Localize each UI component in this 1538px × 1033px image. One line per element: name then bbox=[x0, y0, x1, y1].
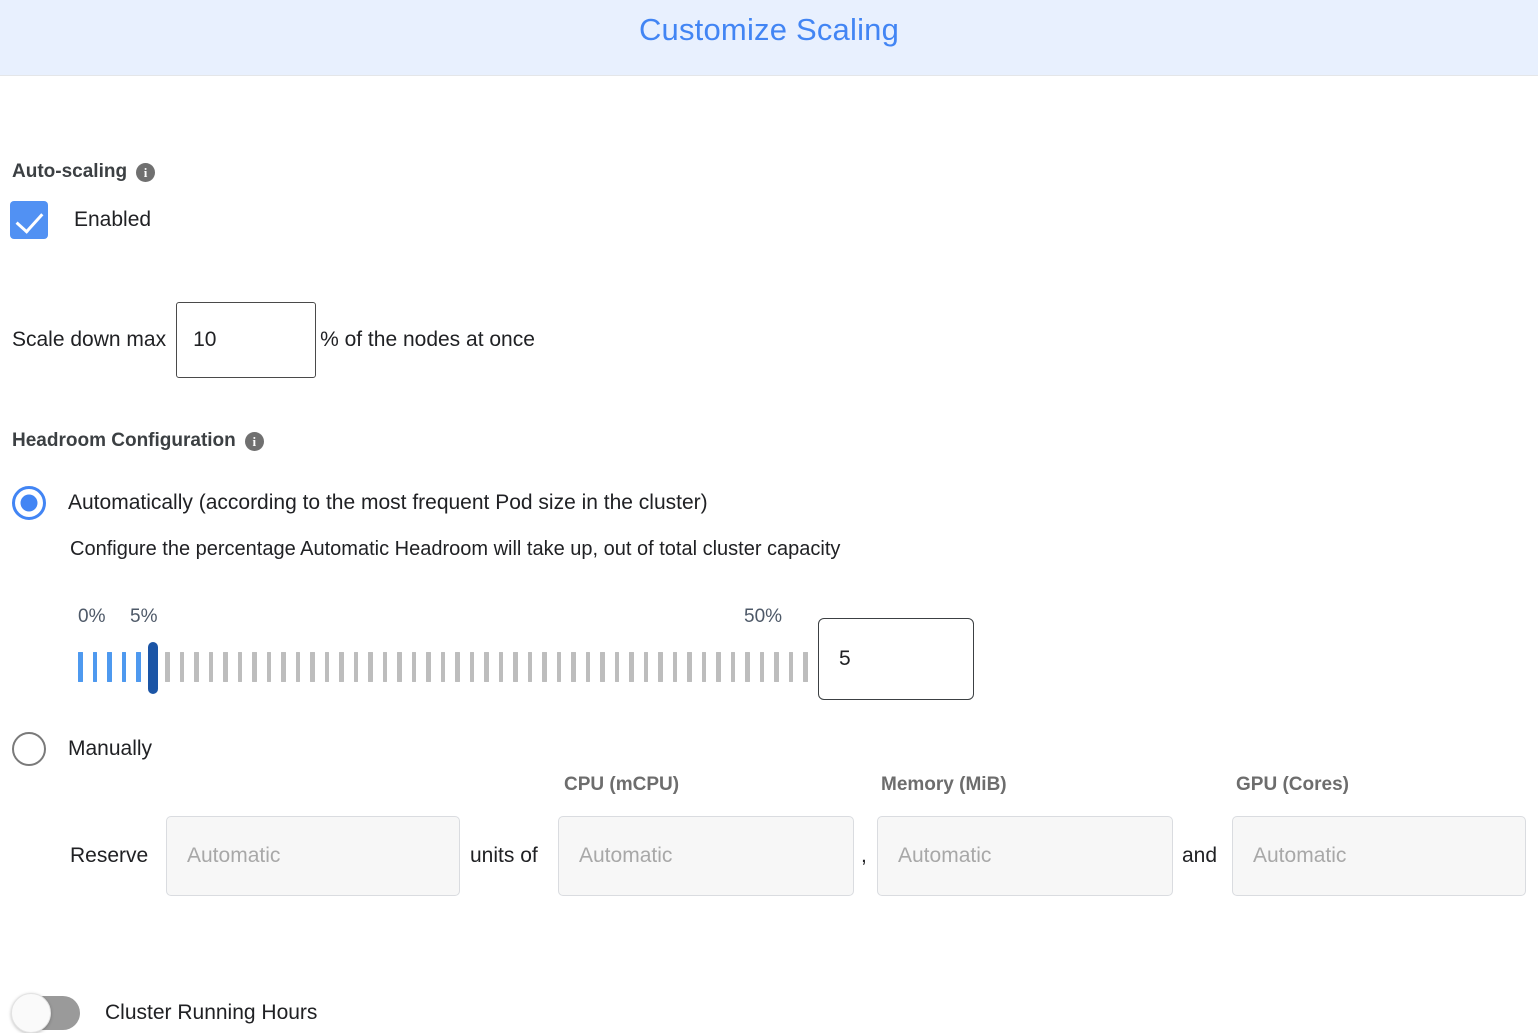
slider-tick bbox=[571, 652, 576, 682]
slider-tick bbox=[498, 652, 503, 682]
connector-comma: , bbox=[861, 844, 867, 867]
slider-tick bbox=[614, 652, 619, 682]
slider-tick bbox=[803, 652, 808, 682]
connector-and: and bbox=[1182, 844, 1218, 867]
bottom-divider bbox=[0, 75, 1538, 76]
toggle-knob bbox=[11, 993, 51, 1033]
slider-tick bbox=[556, 652, 561, 682]
radio-manually-label: Manually bbox=[68, 737, 153, 760]
slider-tick bbox=[774, 652, 779, 682]
slider-tick bbox=[527, 652, 532, 682]
info-icon[interactable]: i bbox=[136, 162, 156, 182]
headroom-percentage-input[interactable] bbox=[818, 618, 974, 700]
slider-tick bbox=[542, 652, 547, 682]
reserve-label: Reserve bbox=[70, 844, 149, 867]
slider-tick bbox=[194, 652, 199, 682]
column-header-cpu: CPU (mCPU) bbox=[564, 774, 680, 795]
slider-tick bbox=[107, 652, 112, 682]
slider-tick bbox=[78, 652, 83, 682]
slider-track[interactable] bbox=[78, 650, 808, 684]
slider-tick bbox=[687, 652, 692, 682]
slider-tick bbox=[92, 652, 97, 682]
radio-automatic[interactable] bbox=[12, 486, 46, 520]
slider-tick bbox=[295, 652, 300, 682]
slider-tick bbox=[629, 652, 634, 682]
headroom-label-text: Headroom Configuration bbox=[12, 430, 236, 451]
slider-tick bbox=[310, 652, 315, 682]
slider-tick bbox=[208, 652, 213, 682]
slider-tick bbox=[339, 652, 344, 682]
slider-tick bbox=[701, 652, 706, 682]
slider-tick bbox=[252, 652, 257, 682]
auto-scaling-section-label: Auto-scaling i bbox=[12, 161, 156, 183]
reserve-column-headers: CPU (mCPU) Memory (MiB) GPU (Cores) bbox=[0, 774, 1538, 802]
auto-scaling-enabled-row[interactable]: Enabled bbox=[10, 201, 151, 239]
headroom-section-label: Headroom Configuration i bbox=[12, 430, 264, 452]
slider-tick bbox=[455, 652, 460, 682]
slider-tick bbox=[179, 652, 184, 682]
slider-tick bbox=[745, 652, 750, 682]
headroom-option-manual[interactable]: Manually bbox=[12, 732, 152, 766]
slider-tick bbox=[600, 652, 605, 682]
enabled-checkbox-label: Enabled bbox=[74, 208, 152, 231]
reserve-units-input[interactable] bbox=[166, 816, 460, 896]
reserve-cpu-input[interactable] bbox=[558, 816, 854, 896]
slider-tick bbox=[281, 652, 286, 682]
slider-tick bbox=[730, 652, 735, 682]
scale-down-max-input[interactable] bbox=[176, 302, 317, 378]
reserve-gpu-input[interactable] bbox=[1232, 816, 1526, 896]
slider-max-label: 50% bbox=[744, 606, 783, 627]
radio-manually[interactable] bbox=[12, 732, 46, 766]
enabled-checkbox[interactable] bbox=[10, 201, 48, 239]
slider-tick bbox=[658, 652, 663, 682]
page-title: Customize Scaling bbox=[638, 12, 900, 47]
cluster-running-hours-label: Cluster Running Hours bbox=[105, 1001, 318, 1024]
column-header-gpu: GPU (Cores) bbox=[1236, 774, 1349, 795]
slider-tick bbox=[397, 652, 402, 682]
cluster-running-hours-row[interactable]: Cluster Running Hours bbox=[11, 993, 318, 1033]
slider-tick bbox=[353, 652, 358, 682]
slider-tick bbox=[237, 652, 242, 682]
slider-tick bbox=[469, 652, 474, 682]
slider-min-label: 0% bbox=[78, 606, 106, 627]
slider-tick bbox=[672, 652, 677, 682]
reserve-memory-input[interactable] bbox=[877, 816, 1173, 896]
column-header-memory: Memory (MiB) bbox=[881, 774, 1007, 795]
slider-tick bbox=[266, 652, 271, 682]
slider-tick bbox=[411, 652, 416, 682]
slider-tick bbox=[788, 652, 793, 682]
slider-tick bbox=[368, 652, 373, 682]
connector-units-of: units of bbox=[470, 844, 538, 867]
headroom-option-automatic[interactable]: Automatically (according to the most fre… bbox=[12, 486, 708, 520]
scale-down-max-label: Scale down max bbox=[12, 328, 167, 351]
slider-tick bbox=[585, 652, 590, 682]
headroom-description: Configure the percentage Automatic Headr… bbox=[70, 538, 841, 560]
slider-tick bbox=[643, 652, 648, 682]
slider-current-label: 5% bbox=[130, 606, 158, 627]
slider-tick bbox=[136, 652, 141, 682]
slider-tick bbox=[716, 652, 721, 682]
slider-tick bbox=[165, 652, 170, 682]
scale-down-max-suffix: % of the nodes at once bbox=[320, 328, 535, 351]
slider-tick bbox=[324, 652, 329, 682]
slider-tick bbox=[513, 652, 518, 682]
reserve-row: Reserve units of , and bbox=[0, 816, 1538, 898]
slider-thumb[interactable] bbox=[147, 642, 158, 694]
slider-tick bbox=[426, 652, 431, 682]
dialog-header: Customize Scaling bbox=[0, 0, 1538, 76]
cluster-running-hours-toggle[interactable] bbox=[11, 993, 80, 1033]
slider-tick bbox=[223, 652, 228, 682]
auto-scaling-label-text: Auto-scaling bbox=[12, 161, 128, 182]
slider-tick bbox=[382, 652, 387, 682]
radio-automatic-label: Automatically (according to the most fre… bbox=[68, 491, 708, 514]
slider-tick bbox=[440, 652, 445, 682]
scale-down-max-row: Scale down max % of the nodes at once bbox=[12, 302, 535, 378]
slider-tick bbox=[759, 652, 764, 682]
slider-tick bbox=[484, 652, 489, 682]
headroom-percentage-slider[interactable]: 0% 5% 50% bbox=[0, 606, 1538, 716]
slider-tick bbox=[121, 652, 126, 682]
info-icon[interactable]: i bbox=[244, 431, 264, 451]
